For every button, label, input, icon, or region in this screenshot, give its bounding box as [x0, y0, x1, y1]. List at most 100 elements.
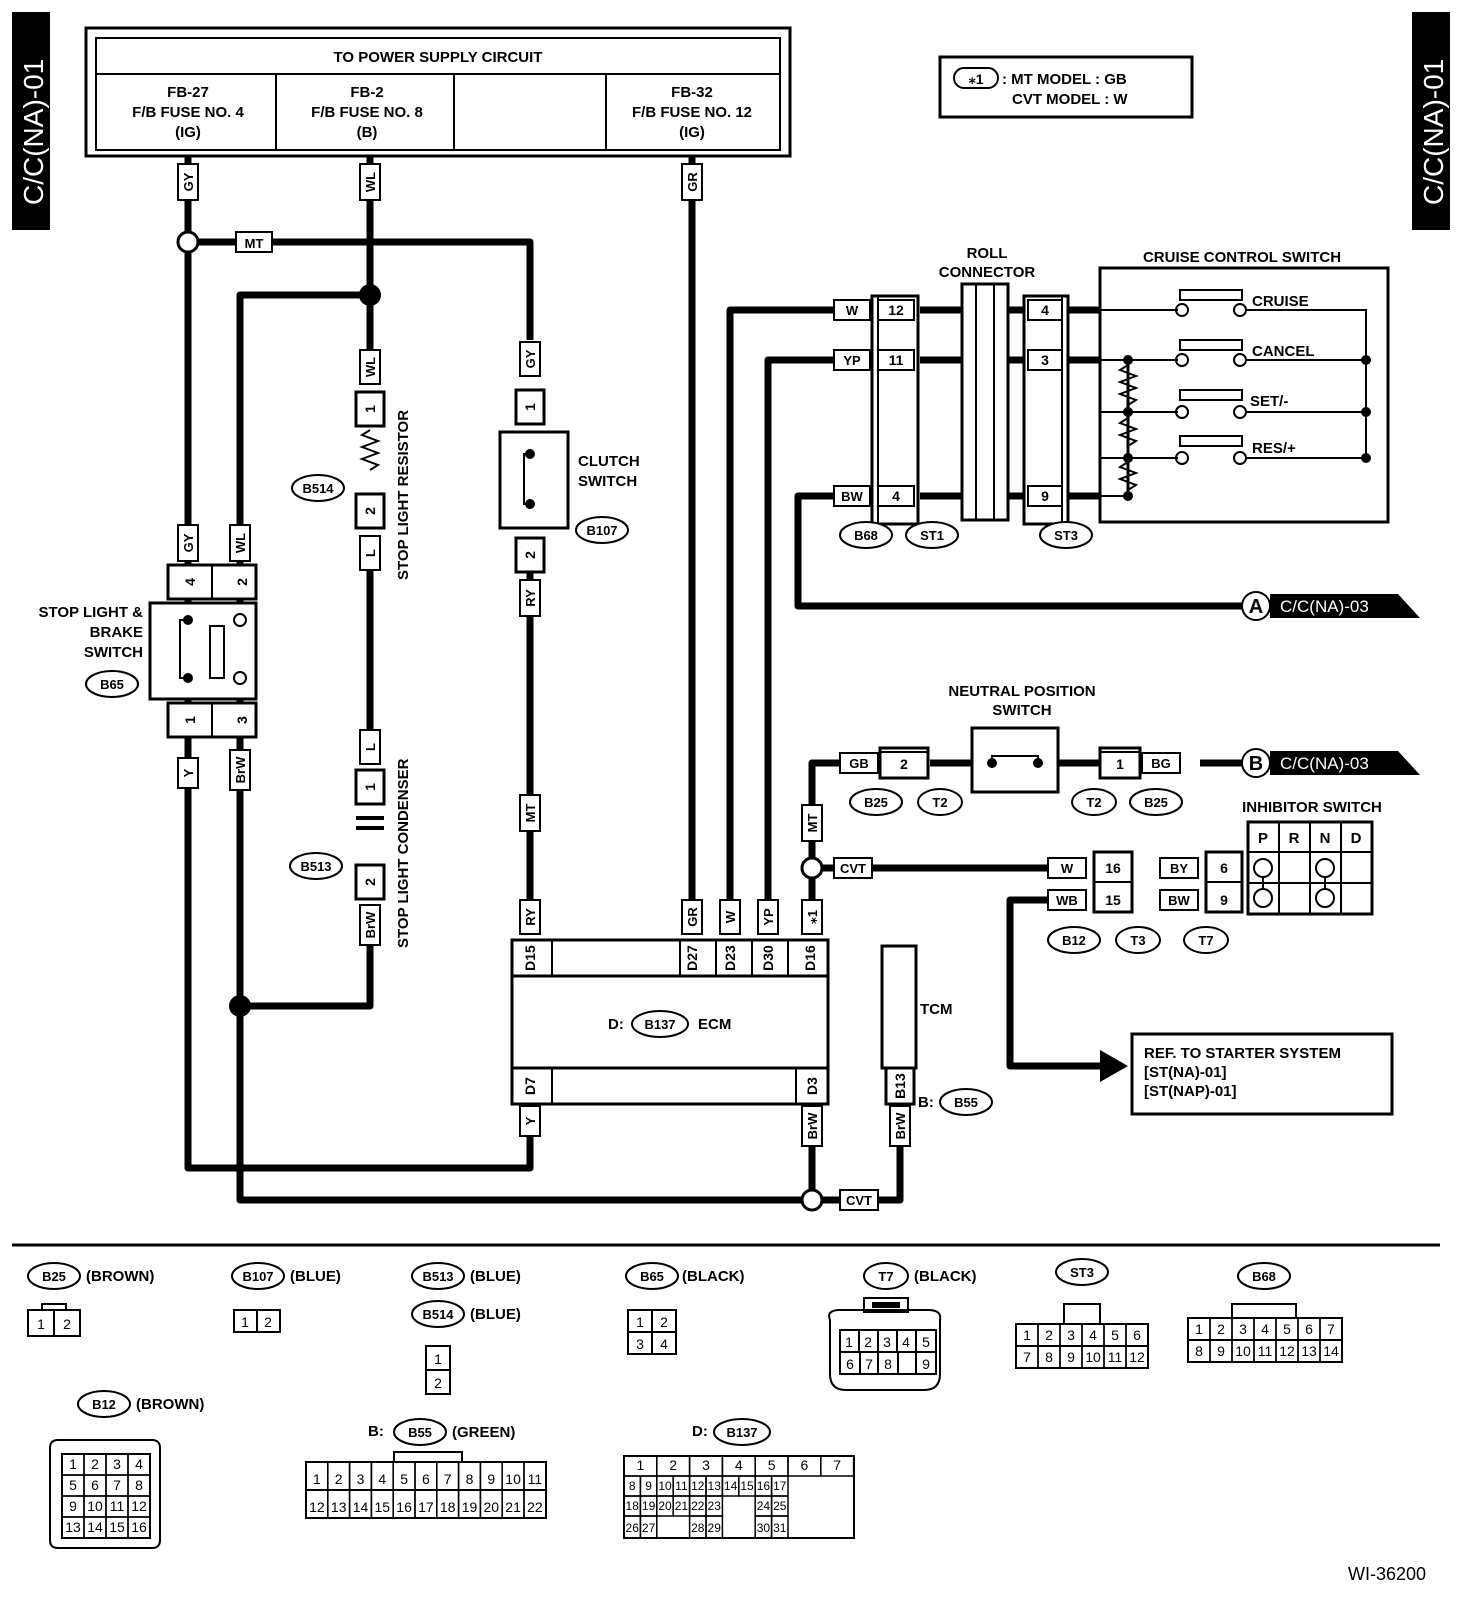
- svg-text:T2: T2: [1086, 795, 1101, 810]
- svg-text:2: 2: [234, 578, 250, 586]
- svg-text:B:: B:: [918, 1094, 934, 1111]
- pin-label: 6: [801, 1457, 809, 1473]
- pin-label: 27: [642, 1521, 656, 1535]
- svg-text:FB-2: FB-2: [350, 84, 383, 101]
- svg-text:L: L: [363, 743, 378, 751]
- svg-text:2: 2: [362, 878, 378, 886]
- svg-text:D: D: [1351, 830, 1362, 847]
- svg-text:MT: MT: [245, 236, 264, 251]
- svg-text:6: 6: [1220, 860, 1228, 876]
- ecm: D15 D27 D23 D30 D16 D: B137 ECM D7 D3: [510, 938, 830, 1106]
- svg-text:: MT MODEL : GB: : MT MODEL : GB: [1002, 71, 1127, 88]
- pin-label: 4: [135, 1456, 143, 1472]
- svg-text:GY: GY: [523, 349, 538, 368]
- pin-label: 7: [1327, 1321, 1335, 1337]
- pin-label: 9: [69, 1498, 77, 1514]
- pin-label: 11: [675, 1479, 688, 1493]
- svg-text:FB-32: FB-32: [671, 84, 713, 101]
- roll-connector: 12 11 4 4 3 9 ROLL CONNECTOR B68 ST1 ST3: [839, 245, 1093, 549]
- pin-label: 3: [702, 1457, 710, 1473]
- pin-label: 7: [833, 1457, 841, 1473]
- pin-label: 30: [757, 1521, 771, 1535]
- stop-light-condenser: 1 2 STOP LIGHT CONDENSER B513: [289, 758, 412, 948]
- pin-label: 6: [1133, 1327, 1141, 1343]
- svg-text:W: W: [846, 303, 859, 318]
- svg-text:(BLUE): (BLUE): [290, 1268, 341, 1285]
- junctions: [176, 230, 824, 1212]
- ref-b: B C/C(NA)-03: [1241, 748, 1420, 778]
- svg-text:B137: B137: [726, 1425, 757, 1440]
- svg-text:SWITCH: SWITCH: [992, 702, 1051, 719]
- svg-text:4: 4: [660, 1336, 668, 1352]
- pin-label: 25: [773, 1499, 787, 1513]
- svg-text:B25: B25: [1144, 795, 1168, 810]
- pin-label: 11: [1258, 1343, 1273, 1359]
- svg-text:CANCEL: CANCEL: [1252, 343, 1315, 360]
- svg-text:⁎1: ⁎1: [805, 910, 820, 924]
- pin-label: 6: [91, 1477, 99, 1493]
- svg-text:BrW: BrW: [233, 756, 248, 783]
- svg-text:B137: B137: [644, 1017, 675, 1032]
- pin-label: 31: [773, 1521, 787, 1535]
- svg-text:D:: D:: [608, 1016, 624, 1033]
- pin-label: 14: [724, 1479, 738, 1493]
- svg-text:(BLUE): (BLUE): [470, 1306, 521, 1323]
- svg-text:WL: WL: [363, 172, 378, 192]
- svg-text:RY: RY: [523, 589, 538, 607]
- pin-label: 4: [378, 1471, 386, 1487]
- svg-text:1: 1: [37, 1316, 45, 1332]
- svg-text:Y: Y: [523, 1116, 538, 1125]
- pin-label: 24: [757, 1499, 771, 1513]
- pin-label: 6: [1305, 1321, 1313, 1337]
- svg-text:T3: T3: [1130, 933, 1145, 948]
- pin-label: 9: [1217, 1343, 1225, 1359]
- pin-label: 7: [113, 1477, 121, 1493]
- svg-text:2: 2: [522, 551, 538, 559]
- svg-text:2: 2: [900, 756, 908, 772]
- svg-text:9: 9: [1041, 488, 1049, 504]
- pin-label: 20: [658, 1499, 672, 1513]
- svg-text:R: R: [1289, 830, 1300, 847]
- svg-text:GB: GB: [849, 756, 869, 771]
- svg-text:L: L: [363, 549, 378, 557]
- svg-text:B13: B13: [892, 1073, 908, 1099]
- svg-text:D15: D15: [522, 945, 538, 971]
- svg-text:(BLACK): (BLACK): [914, 1268, 976, 1285]
- pin-label: 5: [1283, 1321, 1291, 1337]
- pin-label: 22: [527, 1499, 543, 1515]
- svg-text:B68: B68: [1252, 1269, 1276, 1284]
- pin-label: 1: [1195, 1321, 1203, 1337]
- pin-label: 2: [669, 1457, 677, 1473]
- pin-label: 14: [353, 1499, 369, 1515]
- svg-text:STOP LIGHT CONDENSER: STOP LIGHT CONDENSER: [395, 758, 412, 948]
- side-label-right: C/C(NA)-01: [1412, 12, 1450, 230]
- figure-id: WI-36200: [1348, 1564, 1426, 1584]
- pin-label: 12: [309, 1499, 325, 1515]
- svg-text:N: N: [1320, 830, 1331, 847]
- svg-text:RY: RY: [523, 908, 538, 926]
- svg-text:B107: B107: [242, 1269, 273, 1284]
- svg-text:1: 1: [241, 1314, 249, 1330]
- svg-text:C/C(NA)-01: C/C(NA)-01: [1418, 59, 1449, 205]
- clutch-switch: 1 2 CLUTCH SWITCH B107: [498, 388, 640, 574]
- svg-text:BY: BY: [1170, 861, 1188, 876]
- svg-text:GY: GY: [181, 533, 196, 552]
- pin-label: 14: [87, 1519, 103, 1535]
- svg-text:BW: BW: [1168, 893, 1190, 908]
- pin-label: 2: [335, 1471, 343, 1487]
- svg-text:C/C(NA)-03: C/C(NA)-03: [1280, 597, 1369, 616]
- pin-label: 15: [109, 1519, 125, 1535]
- svg-text:BG: BG: [1151, 756, 1171, 771]
- cruise-control-switch: CRUISE CONTROL SWITCH CRUISE CANCEL SET/…: [1098, 249, 1390, 524]
- svg-text:GR: GR: [685, 172, 700, 192]
- svg-text:BrW: BrW: [363, 911, 378, 938]
- svg-text:B:: B:: [368, 1423, 384, 1440]
- svg-text:16: 16: [1105, 860, 1121, 876]
- svg-text:Y: Y: [181, 768, 196, 777]
- svg-text:MT: MT: [805, 814, 820, 833]
- pin-label: 9: [487, 1471, 495, 1487]
- svg-text:1: 1: [362, 405, 378, 413]
- svg-text:D23: D23: [722, 945, 738, 971]
- pin-label: 9: [1067, 1349, 1075, 1365]
